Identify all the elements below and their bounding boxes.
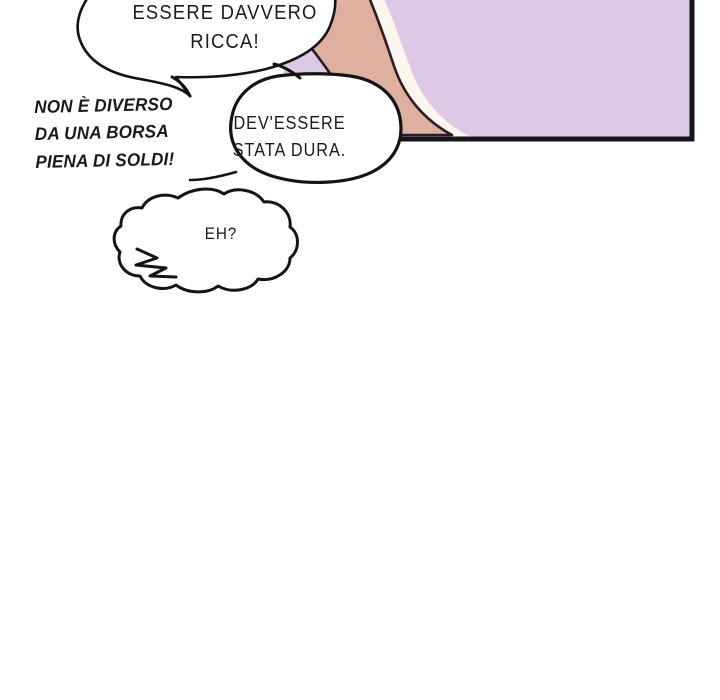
speech-balloon-right-shape <box>229 72 403 184</box>
speech-balloon-top-tail <box>170 75 192 98</box>
thought-balloon-cloud-tail <box>134 247 178 279</box>
speech-balloon-top <box>76 0 337 98</box>
speech-balloon-right-connector <box>188 170 238 182</box>
speech-balloon-right <box>188 62 403 184</box>
thought-balloon-cloud <box>112 187 299 294</box>
thought-balloon-cloud-text: EH? <box>204 224 238 243</box>
speech-balloon-right-tail <box>272 62 302 80</box>
speech-balloon-top-text: ESSERE DAVVERO RICCA! <box>132 2 318 53</box>
caption-left-text: NON È DIVERSO DA UNA BORSA PIENA DI SOLD… <box>34 93 175 172</box>
speech-balloon-right-text: DEV'ESSERE STATA DURA. <box>232 113 347 160</box>
speech-balloon-top-shape <box>76 0 337 98</box>
panel-border <box>284 0 695 142</box>
